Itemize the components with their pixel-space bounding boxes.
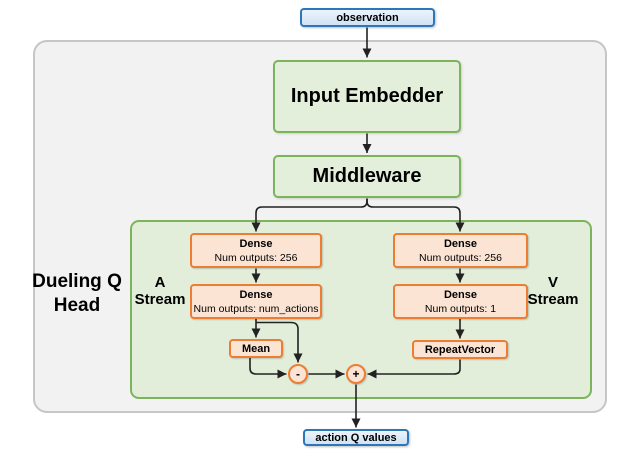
dueling-head-title-line2: Head: [53, 295, 101, 316]
a-stream-label: A Stream: [132, 274, 188, 308]
v-stream-label-line2: Stream: [527, 291, 579, 308]
dense-a2-block: Dense Num outputs: num_actions: [190, 284, 322, 319]
v-stream-label-line1: V: [547, 274, 558, 291]
middleware-block: Middleware: [273, 155, 461, 198]
dense-v2-title: Dense: [443, 288, 478, 301]
add-operator: +: [346, 364, 366, 384]
dense-v1-title: Dense: [443, 237, 478, 250]
dense-v2-block: Dense Num outputs: 1: [393, 284, 528, 319]
dense-a2-subtitle: Num outputs: num_actions: [193, 302, 319, 315]
observation-node: observation: [300, 8, 435, 27]
dense-v1-subtitle: Num outputs: 256: [419, 251, 502, 264]
dense-v2-subtitle: Num outputs: 1: [424, 302, 497, 315]
dense-a1-title: Dense: [239, 237, 273, 250]
a-stream-label-line2: Stream: [134, 291, 186, 308]
dueling-head-title: Dueling Q Head: [22, 270, 132, 318]
action-q-values-node: action Q values: [303, 429, 409, 446]
dense-a1-subtitle: Num outputs: 256: [214, 251, 298, 264]
a-stream-label-line1: A: [154, 274, 166, 291]
v-stream-label: V Stream: [525, 274, 581, 308]
dense-a1-block: Dense Num outputs: 256: [190, 233, 322, 268]
repeat-vector-block: RepeatVector: [412, 340, 508, 359]
dense-v1-block: Dense Num outputs: 256: [393, 233, 528, 268]
dueling-head-title-line1: Dueling Q: [32, 271, 122, 292]
subtract-operator: -: [288, 364, 308, 384]
input-embedder-block: Input Embedder: [273, 60, 461, 133]
mean-block: Mean: [229, 339, 283, 358]
dense-a2-title: Dense: [239, 288, 273, 301]
